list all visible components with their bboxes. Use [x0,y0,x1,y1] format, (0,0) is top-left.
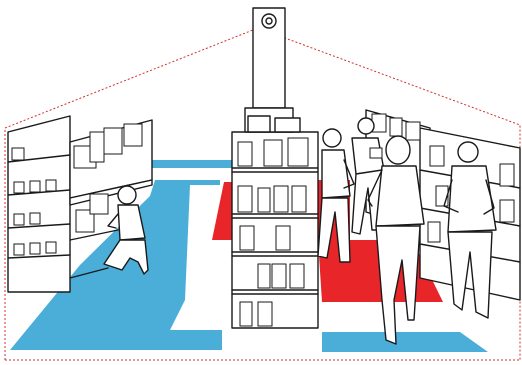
ceiling-camera-icon [253,8,285,108]
kneeling-child [104,186,148,274]
blue-floor-zone-right [322,332,488,352]
center-shelf-unit [232,108,318,328]
